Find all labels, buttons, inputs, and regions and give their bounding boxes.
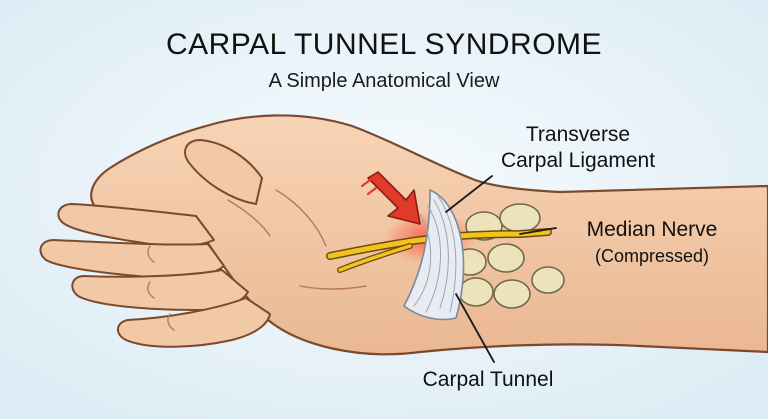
label-transverse-carpal-ligament: Transverse Carpal Ligament bbox=[468, 122, 688, 174]
label-nerve-line2: (Compressed) bbox=[594, 246, 710, 266]
median-nerve-branch-core bbox=[338, 244, 412, 272]
pressure-arrow-icon bbox=[360, 171, 421, 225]
page-subtitle: A Simple Anatomical View bbox=[268, 70, 500, 92]
palm-creases bbox=[147, 189, 367, 331]
median-nerve-core bbox=[327, 229, 551, 259]
leader-lines bbox=[445, 175, 557, 363]
label-carpal-tunnel: Carpal Tunnel bbox=[422, 368, 554, 391]
label-median-nerve: Median Nerve (Compressed) bbox=[552, 217, 752, 269]
leader-line-ligament bbox=[445, 175, 493, 213]
leader-line-nerve bbox=[519, 227, 557, 235]
page-title: CARPAL TUNNEL SYNDROME bbox=[165, 28, 603, 61]
little-finger bbox=[117, 297, 271, 348]
label-nerve-line1: Median Nerve bbox=[586, 218, 718, 241]
label-ligament-line2: Carpal Ligament bbox=[500, 149, 656, 172]
thumb bbox=[184, 139, 263, 205]
leader-line-tunnel bbox=[455, 293, 495, 363]
label-ligament-line1: Transverse bbox=[525, 123, 631, 146]
transverse-carpal-ligament bbox=[403, 189, 465, 321]
